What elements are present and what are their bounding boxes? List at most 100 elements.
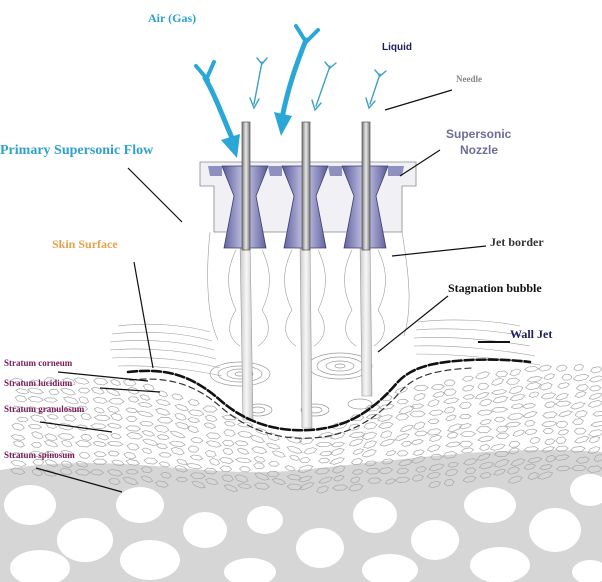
skin-cell: [108, 397, 125, 405]
skin-cell: [10, 467, 26, 475]
skin-cell: [557, 410, 573, 418]
skin-cell: [332, 465, 346, 474]
skin-cell: [190, 437, 204, 444]
skin-cell: [349, 414, 365, 421]
jet-border-leader: [391, 245, 487, 257]
skin-cell: [44, 459, 59, 467]
skin-cell: [570, 401, 586, 410]
skin-cell: [27, 396, 44, 403]
skin-cell: [176, 458, 188, 466]
skin-cell: [427, 418, 440, 424]
skin-cell: [379, 438, 396, 447]
skin-cell: [107, 405, 120, 413]
skin-cell: [542, 411, 558, 419]
skin-cell: [427, 399, 440, 407]
stratum-granulosum-label: Stratum granulosum: [4, 404, 85, 414]
skin-cell: [46, 413, 59, 420]
needle-label: Needle: [456, 74, 482, 84]
skin-cell: [494, 416, 506, 423]
skin-cell: [477, 435, 495, 443]
skin-cell: [476, 453, 491, 461]
skin-cell: [44, 450, 56, 456]
skin-cell: [219, 465, 233, 473]
skin-cell: [125, 459, 141, 466]
skin-cell: [479, 472, 492, 479]
skin-cell: [42, 469, 57, 477]
skin-cell: [588, 429, 602, 438]
skin-cell: [474, 392, 490, 400]
skin-cell: [44, 440, 59, 448]
needles: [241, 121, 371, 251]
skin-cell: [333, 474, 345, 482]
skin-cell: [126, 432, 144, 440]
stagnation-bubble-leader: [377, 295, 449, 353]
skin-cell: [141, 430, 156, 437]
skin-cell: [590, 366, 602, 374]
skin-cell: [572, 373, 590, 382]
skin-cell: [319, 450, 334, 457]
skin-cell: [588, 392, 602, 400]
skin-surface-label: Skin Surface: [52, 237, 118, 251]
stratum-corneum-label: Stratum corneum: [4, 358, 73, 368]
skin-cell: [458, 401, 472, 410]
skin-cell: [61, 439, 73, 448]
skin-cell: [426, 428, 442, 436]
skin-cell: [78, 451, 91, 459]
skin-cell: [400, 440, 413, 447]
stagnation-bubble-swirls: [209, 352, 373, 417]
skin-cell: [286, 445, 303, 454]
skin-cell: [426, 471, 441, 479]
skin-cell: [525, 381, 542, 391]
skin-cell: [236, 447, 250, 455]
skin-cell: [16, 416, 29, 423]
skin-cell: [378, 421, 394, 429]
primary-supersonic-flow-label: Primary Supersonic Flow: [0, 143, 154, 158]
skin-cell: [590, 420, 602, 427]
skin-cell: [289, 454, 301, 461]
skin-cell: [107, 450, 120, 457]
skin-cell: [170, 446, 185, 456]
skin-cell: [44, 433, 58, 442]
skin-cell: [237, 483, 253, 489]
skin-cell: [396, 398, 409, 405]
skin-cell: [571, 464, 587, 472]
skin-cell: [154, 480, 169, 488]
skin-cell: [93, 377, 109, 386]
skin-cell: [11, 405, 25, 413]
skin-cell: [271, 478, 287, 485]
skin-cell: [512, 429, 525, 437]
skin-cell: [74, 468, 91, 476]
skin-cell: [221, 439, 235, 447]
stratum-lucidium-label: Stratum lucidium: [4, 378, 73, 388]
skin-cell: [561, 374, 573, 381]
skin-surface-leader: [133, 261, 154, 369]
skin-cell: [428, 463, 445, 472]
skin-cell: [555, 392, 569, 401]
skin-cell: [489, 443, 506, 451]
stratum-corneum-leader: [57, 371, 149, 382]
skin-cell: [543, 373, 556, 381]
supersonic-label: Supersonic: [446, 127, 512, 141]
skin-cell: [443, 379, 456, 387]
skin-cell: [377, 414, 394, 422]
skin-cell: [10, 377, 25, 385]
skin-cell: [14, 395, 28, 403]
skin-cell: [110, 412, 123, 421]
skin-cell: [426, 444, 441, 452]
skin-cell: [316, 485, 329, 494]
skin-cell: [318, 457, 331, 464]
skin-cell: [394, 433, 410, 441]
skin-cell: [123, 451, 137, 460]
skin-cell: [75, 460, 89, 468]
skin-cell: [171, 393, 184, 401]
skin-cell: [221, 414, 239, 421]
skin-cell: [490, 406, 509, 413]
skin-cell: [318, 476, 334, 484]
skin-cell: [495, 432, 510, 440]
skin-cell: [573, 363, 585, 372]
skin-cell: [203, 422, 217, 429]
skin-cell: [569, 446, 586, 453]
skin-cell: [479, 444, 491, 451]
skin-cell: [169, 430, 186, 439]
skin-cell: [537, 471, 554, 480]
